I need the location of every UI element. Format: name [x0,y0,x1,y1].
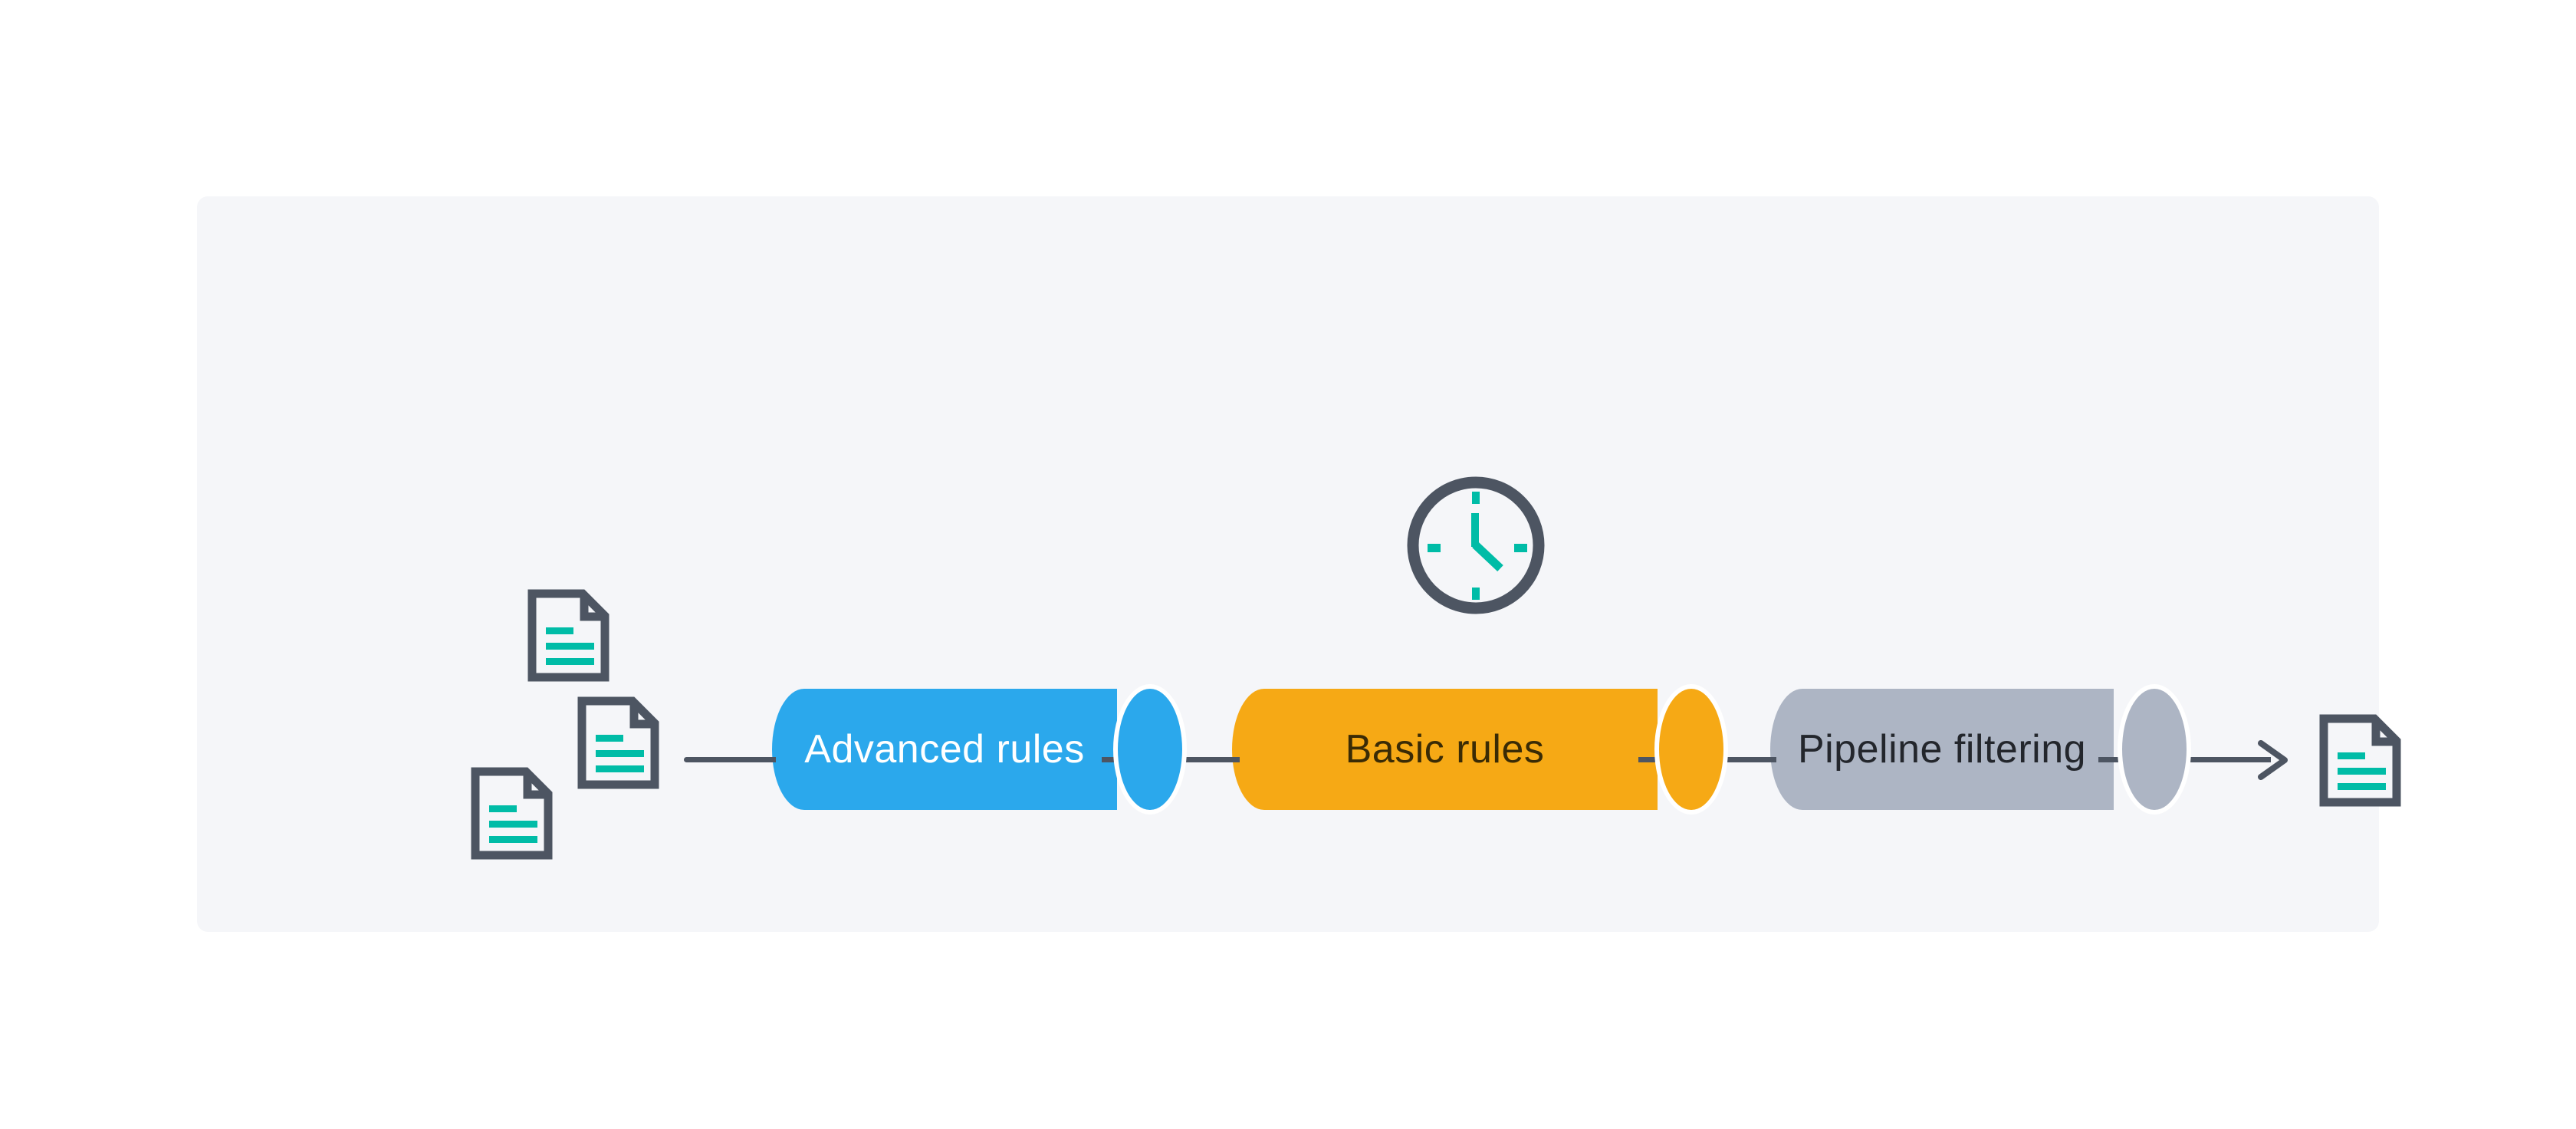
stage-label: Pipeline filtering [1797,727,2087,772]
document-lines [2338,752,2386,790]
diagram-panel: Advanced rules Basic rules Pipeline filt… [197,196,2401,932]
stage-advanced-rules: Advanced rules [772,689,1117,810]
stage-pipeline-filtering: Pipeline filtering [1770,689,2114,810]
document-fold [629,702,654,729]
document-icon [471,767,553,860]
clock-hands [1471,513,1503,572]
clock-icon [1407,476,1545,614]
clock-ticks [1428,492,1527,600]
stage-label: Advanced rules [804,727,1085,772]
stage-basic-rules-cap [1654,684,1728,815]
stage-basic-rules: Basic rules [1232,689,1658,810]
stage-advanced-rules-cap [1113,684,1187,815]
document-lines [596,735,644,772]
arrow-right-icon [2258,740,2288,780]
document-fold [580,594,604,621]
connector-line-input [684,757,776,762]
stage-label: Basic rules [1345,727,1545,772]
document-icon [2319,714,2401,807]
document-lines [546,627,594,665]
clock-face [1407,476,1545,614]
stage-pipeline-filtering-cap [2118,684,2191,815]
document-fold [2371,719,2396,746]
document-lines [489,805,537,843]
document-icon [577,696,659,789]
document-fold [523,772,547,799]
document-icon [527,589,610,682]
